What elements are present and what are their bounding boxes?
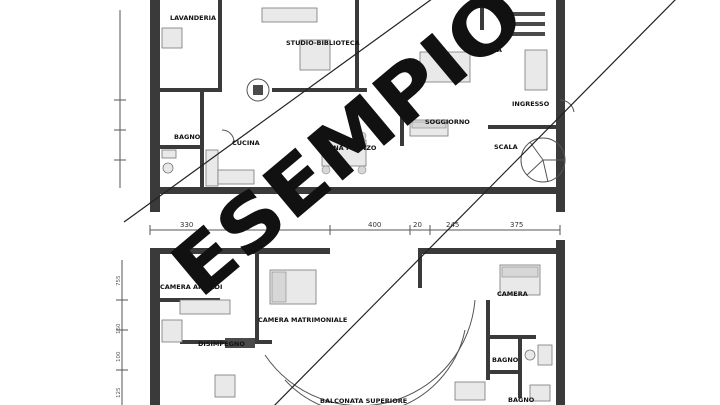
room-label-scala: SCALA xyxy=(494,143,518,151)
room-label-disimpegno: DISIMPEGNO xyxy=(198,340,245,348)
room-label-bagno-lower-2: BAGNO xyxy=(508,396,535,404)
dimension-label: 20 xyxy=(413,221,422,229)
room-label-camera: CAMERA xyxy=(497,290,528,298)
side-dimension-label: 160 xyxy=(116,323,122,334)
room-label-bagno-lower: BAGNO xyxy=(492,356,519,364)
upper-floor-plan xyxy=(114,0,575,212)
room-label-cucina: CUCINA xyxy=(232,139,260,147)
side-dimension-label: 755 xyxy=(116,275,122,286)
dimension-label: 375 xyxy=(510,221,523,229)
room-label-sala: SALA xyxy=(483,46,502,54)
room-label-soggiorno: SOGGIORNO xyxy=(425,118,470,126)
dimension-row xyxy=(149,225,561,235)
room-label-studio-biblioteca: STUDIO-BIBLIOTECA xyxy=(286,39,360,47)
side-dimension-label: 100 xyxy=(116,351,122,362)
room-label-bagno-upper: BAGNO xyxy=(174,133,201,141)
room-label-balconata: BALCONATA SUPERIORE xyxy=(320,397,407,405)
lower-floor-plan xyxy=(116,240,565,405)
room-label-lavanderia: LAVANDERIA xyxy=(170,14,216,22)
room-label-ingresso: INGRESSO xyxy=(512,100,550,108)
room-label-camera-armadi: CAMERA ARMADI xyxy=(160,283,222,291)
dimension-label: 400 xyxy=(368,221,381,229)
watermark-band xyxy=(123,0,676,405)
side-dimension-label: 125 xyxy=(116,387,122,398)
dimension-label: 330 xyxy=(180,221,193,229)
room-label-zona-pranzo: ZONA PRANZO xyxy=(323,144,377,152)
room-label-camera-matrimoniale: CAMERA MATRIMONIALE xyxy=(258,316,347,324)
